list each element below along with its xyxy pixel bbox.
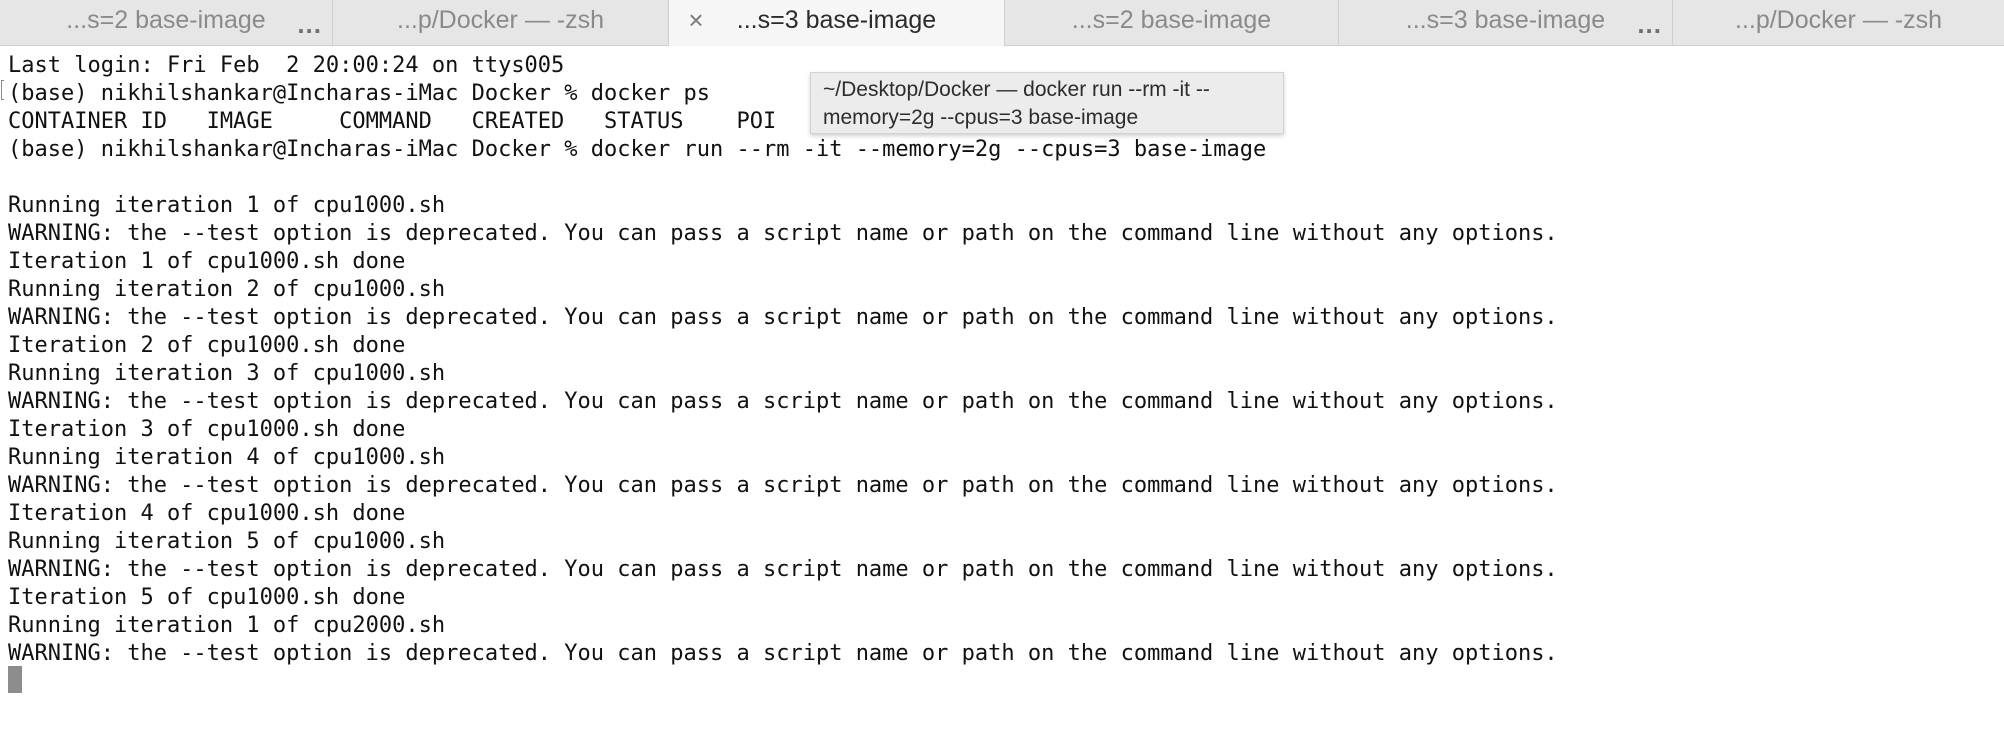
terminal-line: Iteration 2 of cpu1000.sh done: [8, 333, 406, 358]
more-icon[interactable]: ...: [297, 9, 322, 39]
tab-tooltip: ~/Desktop/Docker — docker run --rm -it -…: [810, 72, 1284, 134]
terminal-output[interactable]: Last login: Fri Feb 2 20:00:24 on ttys00…: [0, 46, 2004, 742]
terminal-cursor: [8, 666, 22, 693]
tab-2-label: ...p/Docker — -zsh: [397, 6, 604, 34]
close-icon[interactable]: ×: [688, 5, 704, 35]
terminal-line: (base) nikhilshankar@Incharas-iMac Docke…: [8, 137, 1267, 162]
line-mark-icon: [1, 80, 4, 100]
terminal-line: Last login: Fri Feb 2 20:00:24 on ttys00…: [8, 53, 565, 78]
tab-2[interactable]: ...p/Docker — -zsh: [333, 0, 669, 45]
more-icon[interactable]: ...: [1637, 9, 1662, 39]
tab-1[interactable]: ...s=2 base-image ...: [0, 0, 333, 45]
terminal-line: WARNING: the --test option is deprecated…: [8, 641, 1558, 666]
terminal-line: Iteration 5 of cpu1000.sh done: [8, 585, 406, 610]
tab-5[interactable]: ...s=3 base-image ...: [1339, 0, 1673, 45]
terminal-line: WARNING: the --test option is deprecated…: [8, 557, 1558, 582]
tab-3-active[interactable]: × ...s=3 base-image: [669, 0, 1005, 46]
terminal-line: Running iteration 2 of cpu1000.sh: [8, 277, 446, 302]
tab-3-label: ...s=3 base-image: [736, 6, 937, 34]
tab-1-label: ...s=2 base-image: [66, 6, 266, 34]
tooltip-line-1: ~/Desktop/Docker — docker run --rm -it -…: [823, 78, 1210, 101]
terminal-line: WARNING: the --test option is deprecated…: [8, 389, 1558, 414]
terminal-lines: Last login: Fri Feb 2 20:00:24 on ttys00…: [8, 52, 1558, 668]
terminal-line: WARNING: the --test option is deprecated…: [8, 473, 1558, 498]
terminal-line: Running iteration 4 of cpu1000.sh: [8, 445, 446, 470]
tab-4-label: ...s=2 base-image: [1071, 6, 1272, 34]
terminal-line: CONTAINER ID IMAGE COMMAND CREATED STATU…: [8, 109, 777, 134]
terminal-line: Running iteration 1 of cpu2000.sh: [8, 613, 446, 638]
terminal-line: [8, 164, 1558, 192]
tab-4[interactable]: ...s=2 base-image: [1005, 0, 1339, 45]
terminal-line: Iteration 3 of cpu1000.sh done: [8, 417, 406, 442]
tab-6[interactable]: ...p/Docker — -zsh: [1673, 0, 2004, 45]
terminal-line: Iteration 4 of cpu1000.sh done: [8, 501, 406, 526]
tab-bar: ...s=2 base-image ... ...p/Docker — -zsh…: [0, 0, 2004, 46]
terminal-line: (base) nikhilshankar@Incharas-iMac Docke…: [8, 81, 710, 106]
terminal-line: Running iteration 3 of cpu1000.sh: [8, 361, 446, 386]
terminal-line: WARNING: the --test option is deprecated…: [8, 221, 1558, 246]
terminal-line: Iteration 1 of cpu1000.sh done: [8, 249, 406, 274]
tab-6-label: ...p/Docker — -zsh: [1735, 6, 1942, 34]
tooltip-line-2: memory=2g --cpus=3 base-image: [823, 106, 1139, 129]
tab-5-label: ...s=3 base-image: [1405, 6, 1606, 34]
terminal-line: WARNING: the --test option is deprecated…: [8, 305, 1558, 330]
terminal-line: Running iteration 1 of cpu1000.sh: [8, 193, 446, 218]
terminal-line: Running iteration 5 of cpu1000.sh: [8, 529, 446, 554]
